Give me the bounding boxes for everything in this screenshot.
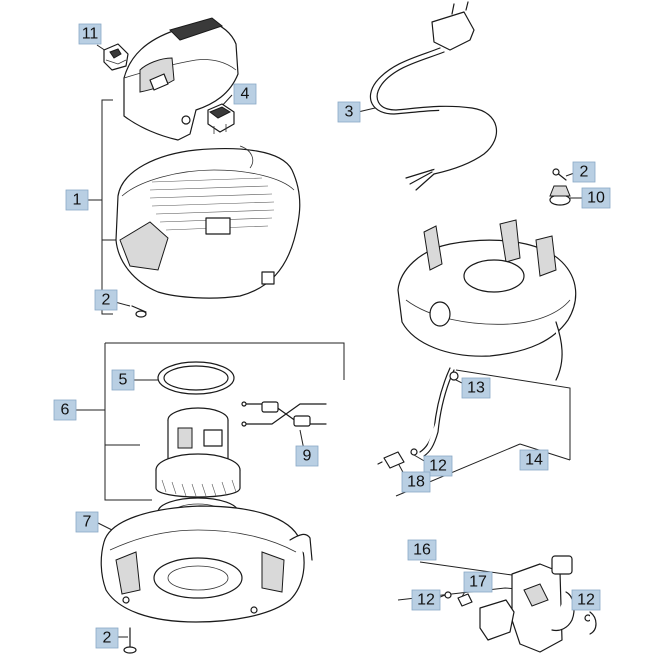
callout-7: 7 <box>75 511 99 533</box>
svg-text:13: 13 <box>467 380 485 397</box>
switch-part <box>207 103 235 134</box>
callout-2-top-right: 2 <box>572 161 596 183</box>
svg-text:12: 12 <box>429 458 447 475</box>
callout-12-bottom-right: 12 <box>571 589 601 611</box>
callout-3: 3 <box>337 101 361 123</box>
svg-text:5: 5 <box>119 372 128 389</box>
svg-text:2: 2 <box>580 164 589 181</box>
svg-text:10: 10 <box>587 190 605 207</box>
switch-knob-part <box>103 43 129 71</box>
svg-text:9: 9 <box>303 448 312 465</box>
callout-5: 5 <box>111 369 135 391</box>
screw-bottom-part <box>123 627 137 654</box>
callout-12-middle: 12 <box>423 455 453 477</box>
bottom-housing-part <box>100 505 313 623</box>
hose-assembly-part <box>377 367 459 469</box>
top-cover-part <box>123 17 239 141</box>
callout-2-top-left: 2 <box>94 289 118 311</box>
callout-10: 10 <box>581 187 611 209</box>
base-housing-part <box>115 145 301 299</box>
svg-text:11: 11 <box>82 26 99 43</box>
svg-text:17: 17 <box>469 574 487 591</box>
svg-text:3: 3 <box>345 104 354 121</box>
power-cord-part <box>370 1 498 191</box>
callout-17: 17 <box>463 571 493 593</box>
lower-housing-part <box>397 219 577 381</box>
callout-13: 13 <box>461 377 491 399</box>
svg-text:12: 12 <box>577 592 595 609</box>
svg-text:4: 4 <box>241 86 250 103</box>
callout-14: 14 <box>519 449 549 471</box>
leader-lines <box>74 44 585 638</box>
svg-text:2: 2 <box>102 292 111 309</box>
wiring-harness-part <box>241 401 327 427</box>
valve-assembly-part <box>444 555 597 653</box>
svg-text:12: 12 <box>417 592 435 609</box>
svg-text:6: 6 <box>61 402 70 419</box>
svg-text:16: 16 <box>413 542 431 559</box>
callout-2-bottom: 2 <box>95 627 119 649</box>
callout-9: 9 <box>295 445 319 467</box>
screw-grommet-part <box>549 168 571 206</box>
svg-text:2: 2 <box>103 630 112 647</box>
svg-text:18: 18 <box>407 474 425 491</box>
seal-ring-part <box>157 361 235 395</box>
callout-1: 1 <box>65 189 89 211</box>
svg-text:14: 14 <box>525 452 543 469</box>
svg-text:1: 1 <box>73 192 82 209</box>
callout-18: 18 <box>401 471 431 493</box>
callout-6: 6 <box>53 399 77 421</box>
screw-part <box>131 305 147 318</box>
svg-text:7: 7 <box>83 514 92 531</box>
callout-4: 4 <box>233 83 257 105</box>
callout-12-bottom-left: 12 <box>411 589 441 611</box>
callout-11: 11 <box>78 23 102 45</box>
callout-16: 16 <box>407 539 437 561</box>
